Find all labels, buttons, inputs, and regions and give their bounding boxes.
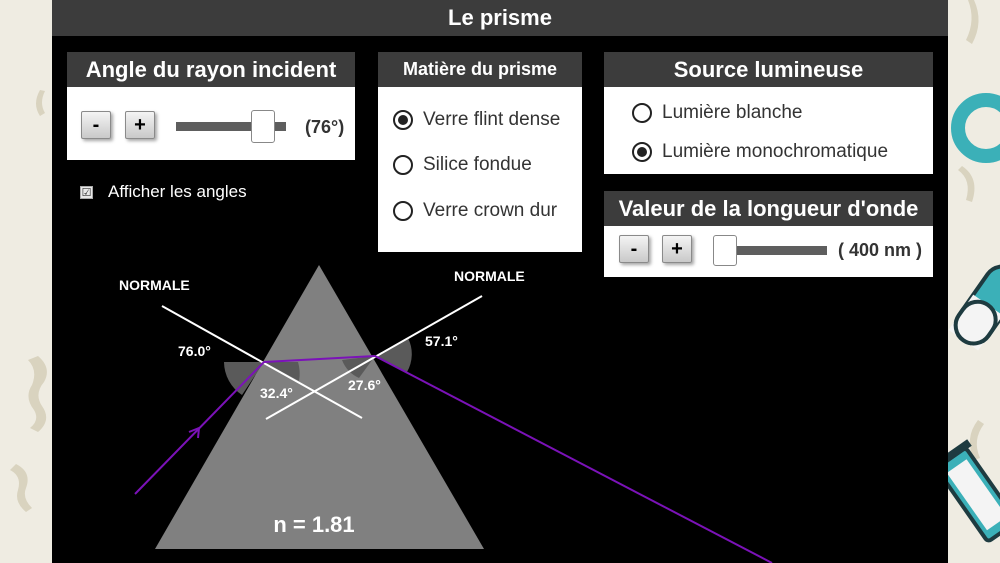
light-source-title: Source lumineuse [604, 52, 933, 87]
prism-material-panel: Matière du prisme Verre flint dense Sili… [378, 52, 582, 252]
material-label-crown: Verre crown dur [423, 200, 558, 221]
ring-decoration-icon [951, 93, 1000, 163]
wavelength-increase-button[interactable]: + [662, 235, 692, 263]
background-decoration-left [0, 0, 52, 563]
source-radio-monochromatic[interactable] [632, 142, 652, 162]
incident-angle-title: Angle du rayon incident [67, 52, 355, 87]
radio-selected-dot [637, 147, 647, 157]
incident-angle-increase-button[interactable]: + [125, 111, 155, 139]
material-option-crown[interactable]: Verre crown dur [393, 200, 557, 222]
material-radio-crown[interactable] [393, 201, 413, 221]
incident-angle-decrease-button[interactable]: - [81, 111, 111, 139]
material-radio-silica[interactable] [393, 155, 413, 175]
material-option-silica[interactable]: Silice fondue [393, 154, 532, 176]
refracted-ray [263, 355, 376, 363]
angle-label-refracted: 32.4° [260, 385, 293, 401]
ray-direction-arrow-icon [188, 426, 201, 439]
angle-label-internal: 27.6° [348, 377, 381, 393]
material-label-silica: Silice fondue [423, 154, 532, 175]
prism-scene: NORMALE NORMALE 76.0° 32.4° 27.6° 57.1° … [119, 265, 773, 563]
light-source-panel: Source lumineuse Lumière blanche Lumière… [604, 52, 933, 174]
capsule-decoration-icon [948, 264, 1000, 351]
app-title: Le prisme [52, 0, 948, 36]
wavelength-title: Valeur de la longueur d'onde [604, 191, 933, 226]
angle-label-exit: 57.1° [425, 333, 458, 349]
wavelength-slider[interactable] [713, 235, 827, 266]
incident-angle-slider[interactable] [176, 110, 286, 143]
wavelength-decrease-button[interactable]: - [619, 235, 649, 263]
background-decoration-right [948, 0, 1000, 563]
angle-arc-incident [224, 362, 264, 395]
angle-arc-refracted [264, 362, 300, 381]
source-label-white: Lumière blanche [662, 102, 803, 123]
source-option-monochromatic[interactable]: Lumière monochromatique [632, 141, 888, 163]
source-radio-white[interactable] [632, 103, 652, 123]
prism-simulator-app: NORMALE NORMALE 76.0° 32.4° 27.6° 57.1° … [52, 0, 948, 563]
source-option-white[interactable]: Lumière blanche [632, 102, 802, 124]
prism-triangle [155, 265, 484, 549]
material-radio-flint[interactable] [393, 110, 413, 130]
emergent-ray [374, 355, 773, 563]
normal-label-right: NORMALE [454, 268, 525, 284]
show-angles-label: Afficher les angles [108, 182, 247, 201]
wavelength-panel: Valeur de la longueur d'onde - + ( 400 n… [604, 191, 933, 277]
incident-angle-value: (76°) [305, 117, 345, 137]
wavelength-slider-thumb[interactable] [713, 235, 737, 266]
angle-arc-exit [375, 338, 412, 372]
syringe-decoration-icon [948, 439, 1000, 543]
material-option-flint[interactable]: Verre flint dense [393, 109, 560, 131]
radio-selected-dot [398, 115, 408, 125]
normal-label-left: NORMALE [119, 277, 190, 293]
prism-material-title: Matière du prisme [378, 52, 582, 87]
wavelength-value: ( 400 nm ) [838, 240, 923, 260]
source-label-monochromatic: Lumière monochromatique [662, 141, 889, 162]
refractive-index-label: n = 1.81 [273, 512, 354, 537]
material-label-flint: Verre flint dense [423, 109, 561, 130]
incident-angle-slider-thumb[interactable] [251, 110, 275, 143]
normal-line-right [265, 295, 483, 420]
angle-label-incident: 76.0° [178, 343, 211, 359]
show-angles-checkbox[interactable]: ☑ [80, 185, 93, 199]
show-angles-toggle[interactable]: ☑ Afficher les angles [80, 182, 247, 202]
normal-line-left [161, 305, 363, 419]
incident-angle-panel: Angle du rayon incident - + (76°) [67, 52, 355, 160]
